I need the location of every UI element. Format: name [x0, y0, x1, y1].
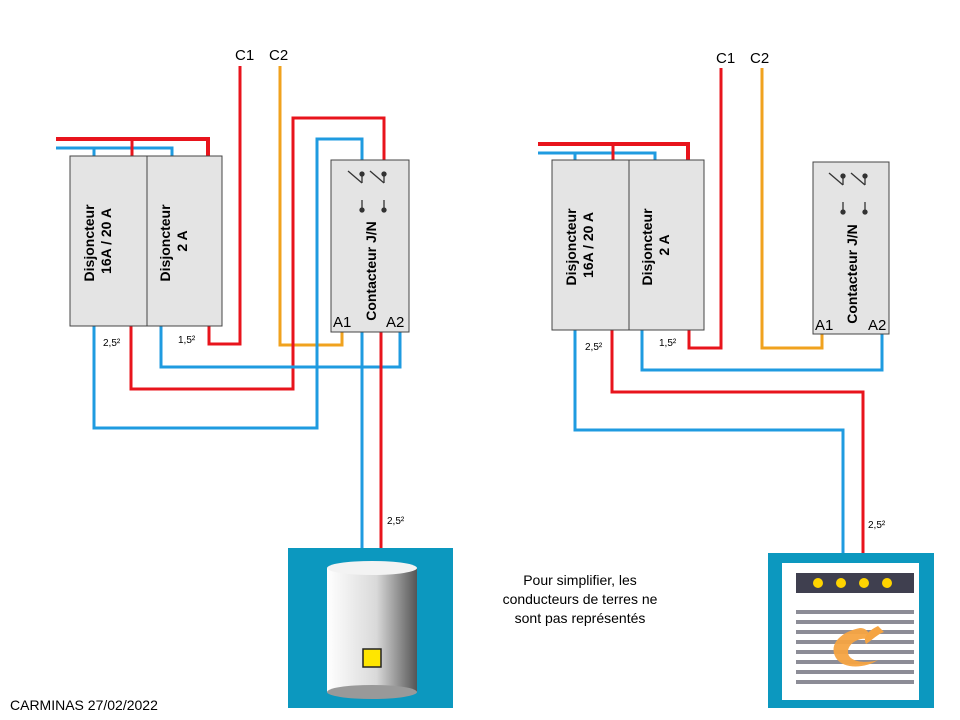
left-contactor: [330, 159, 410, 333]
right-section-load: 2,5²: [868, 520, 886, 531]
left-neutral-out: [92, 137, 364, 430]
storage-heater-icon: [782, 563, 919, 700]
right-c1-label: C1: [716, 50, 735, 67]
right-breaker1-label: Disjoncteur 16A / 20 A: [563, 205, 596, 286]
footer-credit: CARMINAS 27/02/2022: [10, 697, 158, 713]
right-a2-label: A2: [868, 317, 886, 334]
left-breaker1-line2: 16A / 20 A: [98, 208, 114, 274]
left-c2-label: C2: [269, 47, 288, 64]
left-c2-wire: [278, 66, 344, 347]
left-circuit: [56, 66, 453, 708]
left-section-big: 2,5²: [103, 338, 121, 349]
left-breaker-2a: [146, 155, 223, 327]
left-a1-label: A1: [333, 314, 351, 331]
right-phase-out: [610, 330, 865, 553]
right-c2-label: C2: [750, 50, 769, 67]
right-section-small: 1,5²: [659, 338, 677, 349]
right-a1-label: A1: [815, 317, 833, 334]
right-c2-wire: [760, 68, 824, 350]
right-breaker2-line1: Disjoncteur: [639, 208, 655, 286]
right-circuit: [538, 68, 934, 708]
right-c1-wire: [687, 68, 723, 350]
earth-note: Pour simplifier, les conducteurs de terr…: [502, 572, 658, 626]
water-heater-icon: [327, 561, 417, 699]
left-breaker2-line2: 2 A: [174, 230, 190, 251]
right-neutral-2a: [640, 330, 884, 372]
right-supply-phase: [538, 142, 690, 160]
left-contactor-switch-icon: [347, 170, 387, 213]
right-contactor: [812, 161, 890, 335]
left-breaker1-line1: Disjoncteur: [81, 204, 97, 282]
right-breaker2-line2: 2 A: [656, 234, 672, 255]
right-breaker-16a: [551, 159, 630, 331]
right-contactor-switch-icon: [828, 172, 868, 215]
right-contactor-label: Contacteur J/N: [844, 224, 860, 324]
left-supply-neutral: [56, 146, 174, 156]
right-breaker-2a: [628, 159, 705, 331]
right-neutral-out: [573, 330, 845, 553]
left-supply-phase: [56, 137, 210, 156]
right-breaker2-label: Disjoncteur 2 A: [639, 205, 672, 286]
left-breaker1-label: Disjoncteur 16A / 20 A: [81, 201, 114, 282]
right-breaker1-line1: Disjoncteur: [563, 208, 579, 286]
right-section-big: 2,5²: [585, 342, 603, 353]
right-breaker1-line2: 16A / 20 A: [580, 212, 596, 278]
left-section-small: 1,5²: [178, 335, 196, 346]
right-supply-neutral: [538, 151, 657, 160]
left-breaker2-line1: Disjoncteur: [157, 204, 173, 282]
left-c1-label: C1: [235, 47, 254, 64]
left-phase-out: [129, 116, 386, 391]
left-c1-wire: [207, 66, 242, 346]
left-breaker2-label: Disjoncteur 2 A: [157, 201, 190, 282]
left-neutral-2a: [159, 326, 402, 369]
left-contactor-label: Contacteur J/N: [363, 221, 379, 321]
left-a2-label: A2: [386, 314, 404, 331]
left-section-load: 2,5²: [387, 516, 405, 527]
